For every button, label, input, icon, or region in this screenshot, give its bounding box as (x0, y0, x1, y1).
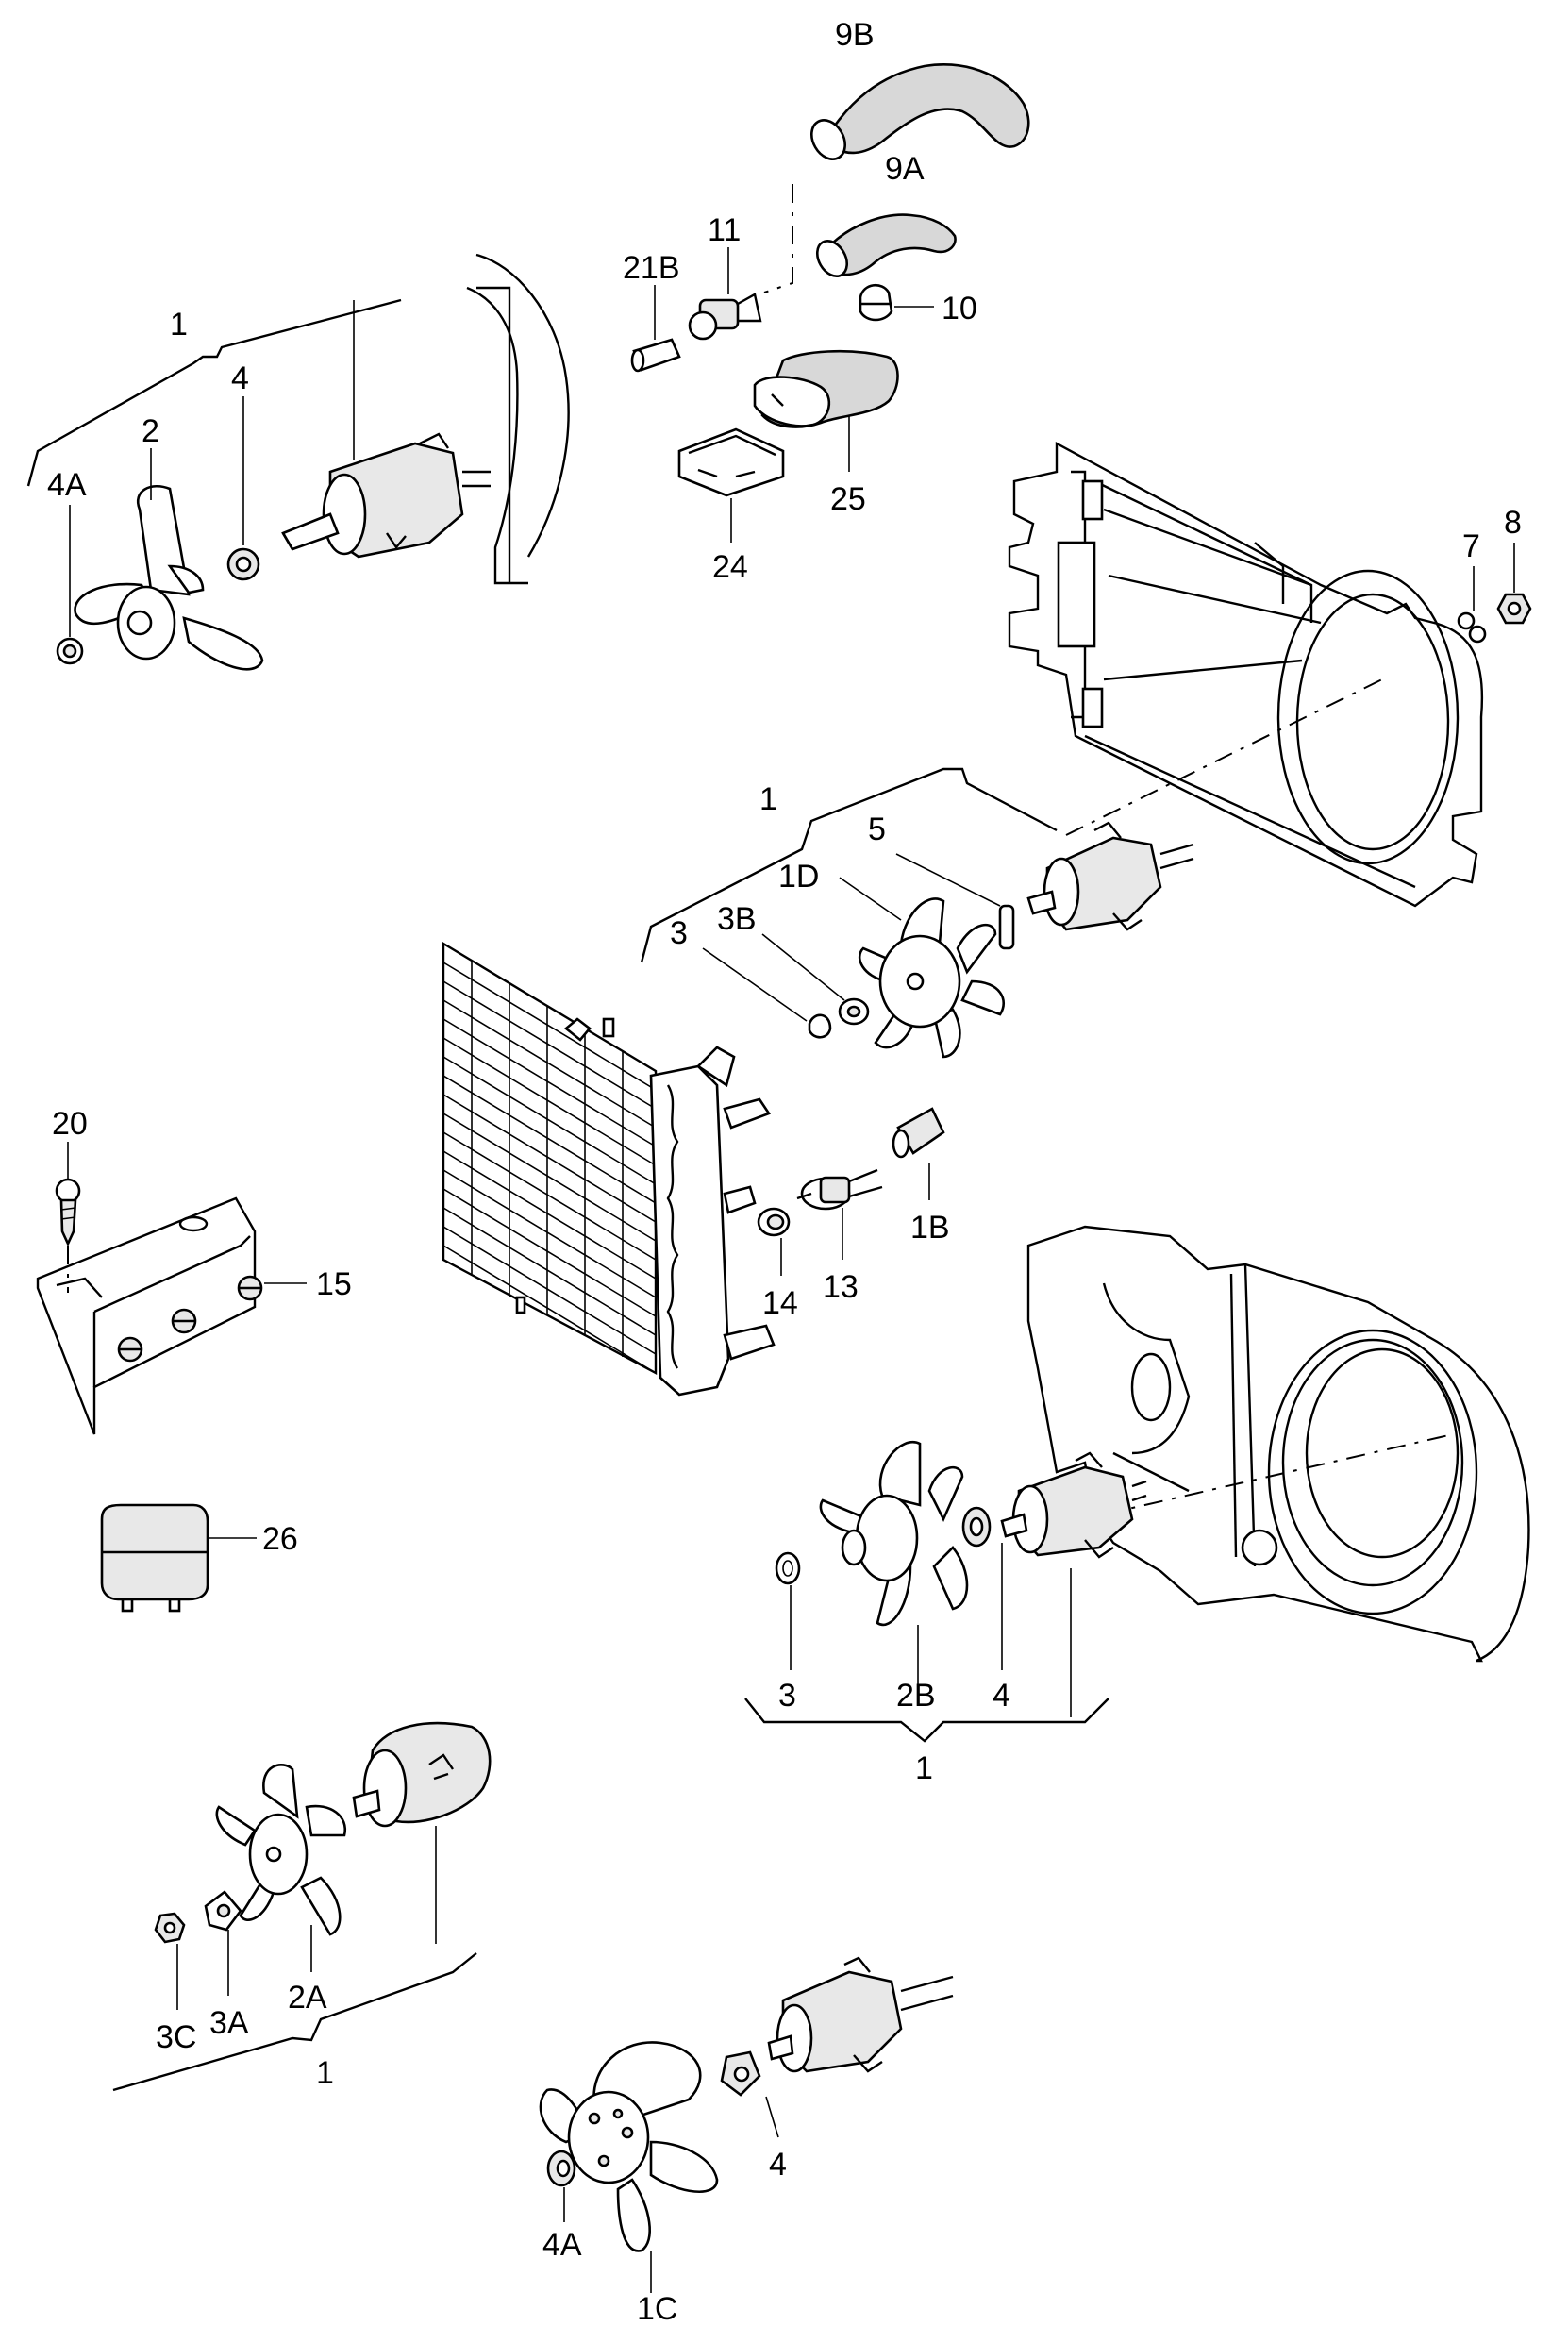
callout-4-low: 4 (993, 1678, 1010, 1714)
seal-14 (757, 1207, 791, 1237)
shroud-top-left (466, 253, 570, 585)
fan-2 (74, 484, 264, 671)
callout-14: 14 (762, 1285, 798, 1321)
fan-1c (539, 2041, 719, 2252)
callout-1c: 1C (637, 2291, 677, 2326)
callout-4a-top: 4A (47, 467, 87, 503)
relay-26 (100, 1503, 209, 1613)
hose-9a (815, 213, 957, 277)
callout-3-mid: 3 (670, 915, 688, 951)
fan-2a (215, 1764, 347, 1936)
clip-3-low (775, 1551, 801, 1585)
callout-1d: 1D (778, 859, 819, 895)
bracket-1-mid (640, 767, 1058, 963)
callout-3b: 3B (717, 901, 757, 937)
radiator-fins (442, 961, 657, 1374)
washer-4a-top (56, 637, 84, 665)
callout-2: 2 (142, 413, 159, 449)
fan-1d (858, 897, 1006, 1059)
callout-15: 15 (316, 1266, 352, 1302)
callout-2a: 2A (288, 1980, 327, 2016)
washer-4a-bottom (546, 2150, 576, 2187)
callout-26: 26 (262, 1521, 298, 1557)
callout-3c: 3C (156, 2019, 196, 2055)
shroud-upper-right (1008, 441, 1484, 908)
nut-4-low (961, 1506, 992, 1548)
leader-3b (761, 933, 845, 1001)
callout-9b: 9B (835, 17, 875, 53)
leader-5 (895, 853, 1001, 907)
callout-25: 25 (830, 481, 866, 517)
seal-21b (630, 338, 681, 373)
callout-11: 11 (708, 212, 741, 248)
key-5 (998, 904, 1015, 950)
leader-1d (839, 877, 902, 921)
sensor-11 (688, 293, 762, 341)
nut-4-top (226, 547, 260, 581)
callout-7: 7 (1462, 528, 1480, 564)
callout-1-top: 1 (170, 307, 188, 343)
callout-1-bl: 1 (316, 2055, 334, 2091)
callout-4a-bottom: 4A (542, 2227, 582, 2263)
bracket-1-top (26, 298, 402, 487)
callout-3a: 3A (209, 2005, 249, 2041)
nut-8 (1496, 593, 1532, 625)
fan-motor-bottom (767, 1956, 954, 2073)
callout-13: 13 (823, 1269, 859, 1305)
washer-7 (1457, 611, 1487, 644)
callout-20: 20 (52, 1106, 88, 1142)
clip-3-mid (808, 1013, 832, 1039)
callout-8: 8 (1504, 505, 1522, 541)
leader-3-mid (702, 947, 808, 1022)
radiator (442, 941, 776, 1397)
connector-24 (677, 427, 785, 497)
bracket-1-low (744, 1698, 1109, 1743)
callout-10: 10 (942, 291, 977, 326)
leader-4-bottom (765, 2096, 779, 2138)
hose-9b (810, 63, 1030, 160)
bracket-1-bl (112, 1952, 477, 2092)
screw-20 (55, 1178, 81, 1247)
washer-3a (204, 1890, 242, 1932)
nut-3c (154, 1912, 186, 1944)
shroud-lower-right (1026, 1225, 1530, 1663)
leader-hose-dash (763, 184, 793, 293)
callout-3-low: 3 (778, 1678, 796, 1714)
fan-motor-mid (1026, 821, 1194, 931)
washer-3b (838, 997, 870, 1026)
callout-9a: 9A (885, 151, 925, 187)
callout-21b: 21B (623, 250, 680, 286)
leader-low-motor-axis (1103, 1433, 1454, 1515)
fan-motor-bottom-left (352, 1721, 492, 1828)
callout-4-top: 4 (231, 360, 249, 396)
sensor-13 (796, 1168, 883, 1211)
callout-1-low: 1 (915, 1750, 933, 1786)
callout-1-mid: 1 (759, 781, 777, 817)
nut-4-bottom (720, 2050, 761, 2097)
callout-5: 5 (868, 812, 886, 847)
callout-24: 24 (712, 549, 748, 585)
callout-2b: 2B (896, 1678, 936, 1714)
callout-1b: 1B (910, 1210, 950, 1246)
relay-bracket-15 (36, 1196, 263, 1435)
leader-mid-motor-axis (1065, 678, 1383, 836)
fan-motor-low (1000, 1451, 1147, 1559)
clamp-10 (859, 284, 893, 322)
fan-motor-top (281, 432, 491, 559)
connector-1b (892, 1107, 945, 1159)
connector-25 (753, 349, 899, 428)
callout-4-bottom: 4 (769, 2147, 787, 2183)
fan-2b (819, 1441, 969, 1627)
